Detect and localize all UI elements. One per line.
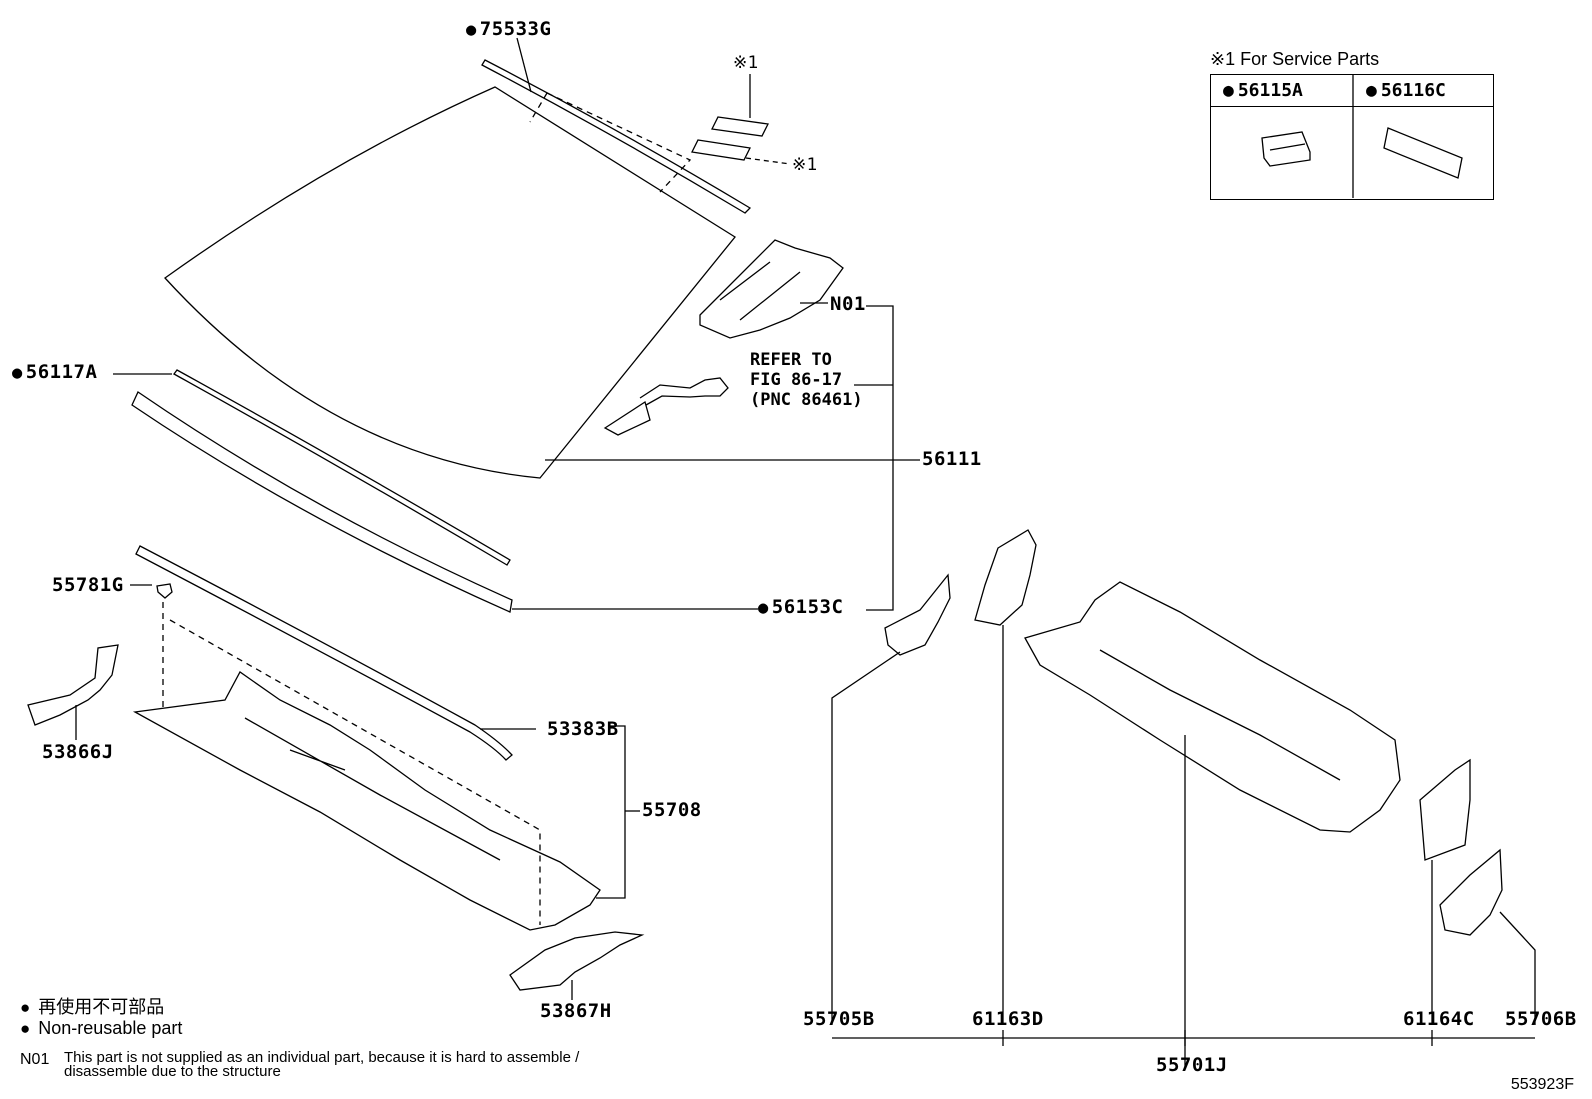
label-56111: 56111: [922, 448, 982, 470]
cowl-seal: [135, 545, 513, 761]
label-55781G: 55781G: [52, 574, 124, 596]
service-part-lower: [691, 139, 751, 161]
label-75533G: 75533G: [466, 20, 551, 39]
bullet-icon: ●: [1223, 80, 1234, 101]
service-col-2-header: ●56116C: [1354, 75, 1493, 107]
label-55706B: 55706B: [1505, 1008, 1577, 1030]
cowl-top-panel: [132, 671, 601, 931]
label-N01: N01: [830, 293, 866, 315]
label-55705B: 55705B: [803, 1008, 875, 1030]
label-61163D: 61163D: [972, 1008, 1044, 1030]
service-part-image-2: [1383, 127, 1463, 179]
refer-line-3: (PNC 86461): [750, 390, 863, 410]
service-part-image-1: [1261, 131, 1311, 167]
cowl-side-bracket: [884, 573, 951, 656]
cowl-side-bracket-right: [1439, 848, 1503, 936]
label-53866J: 53866J: [42, 741, 114, 763]
legend-en-text: Non-reusable part: [38, 1018, 183, 1038]
label-53383B: 53383B: [547, 718, 619, 740]
service-col-2: ●56116C: [1354, 75, 1493, 199]
legend-jp-text: 再使用不可部品: [38, 997, 165, 1017]
refer-note: REFER TO FIG 86-17 (PNC 86461): [750, 350, 863, 410]
refer-line-2: FIG 86-17: [750, 370, 843, 390]
bullet-icon: ●: [20, 1019, 31, 1038]
cowl-weatherstrip: [131, 391, 513, 613]
service-mark-top: ※1: [733, 53, 760, 73]
service-col-2-label: 56116C: [1380, 80, 1446, 101]
service-col-1-header: ●56115A: [1211, 75, 1354, 107]
cowl-side-piece-left: [27, 644, 119, 726]
front-pillar-reinforcement-right: [1419, 758, 1471, 861]
footnote-line-2: disassemble due to the structure: [64, 1063, 281, 1080]
sensor-assembly: [603, 377, 729, 436]
footnote-line-1: This part is not supplied as an individu…: [64, 1049, 580, 1066]
figure-number: 553923F: [1510, 1076, 1574, 1093]
footnote-text: This part is not supplied as an individu…: [64, 1049, 580, 1080]
label-55708: 55708: [642, 799, 702, 821]
service-part-upper: [711, 116, 769, 137]
bullet-icon: ●: [20, 998, 31, 1017]
mirror-bracket: [699, 239, 844, 339]
service-parts-box: ●56115A ●56116C: [1210, 74, 1494, 200]
windshield-glass: [164, 86, 736, 479]
label-61164C: 61164C: [1403, 1008, 1475, 1030]
label-56117A: 56117A: [12, 363, 97, 382]
label-56153C: 56153C: [758, 598, 843, 617]
clip: [156, 583, 173, 599]
front-pillar-reinforcement: [974, 529, 1037, 626]
label-53867H: 53867H: [540, 1000, 612, 1022]
service-col-1-label: 56115A: [1237, 80, 1303, 101]
cowl-side-piece-right: [509, 931, 645, 991]
label-55701J: 55701J: [1156, 1054, 1228, 1076]
legend-en: ● Non-reusable part: [20, 1018, 182, 1039]
top-moulding: [481, 59, 752, 214]
footnote-code: N01: [20, 1051, 50, 1068]
legend-jp: ● 再使用不可部品: [20, 993, 164, 1019]
service-mark-side: ※1: [792, 155, 819, 175]
refer-line-1: REFER TO: [750, 350, 832, 370]
bullet-icon: ●: [1366, 80, 1377, 101]
service-col-1: ●56115A: [1211, 75, 1354, 199]
dash-panel-assembly: [1024, 581, 1401, 833]
glass-dam: [173, 369, 511, 566]
service-parts-title: ※1 For Service Parts: [1210, 49, 1380, 69]
